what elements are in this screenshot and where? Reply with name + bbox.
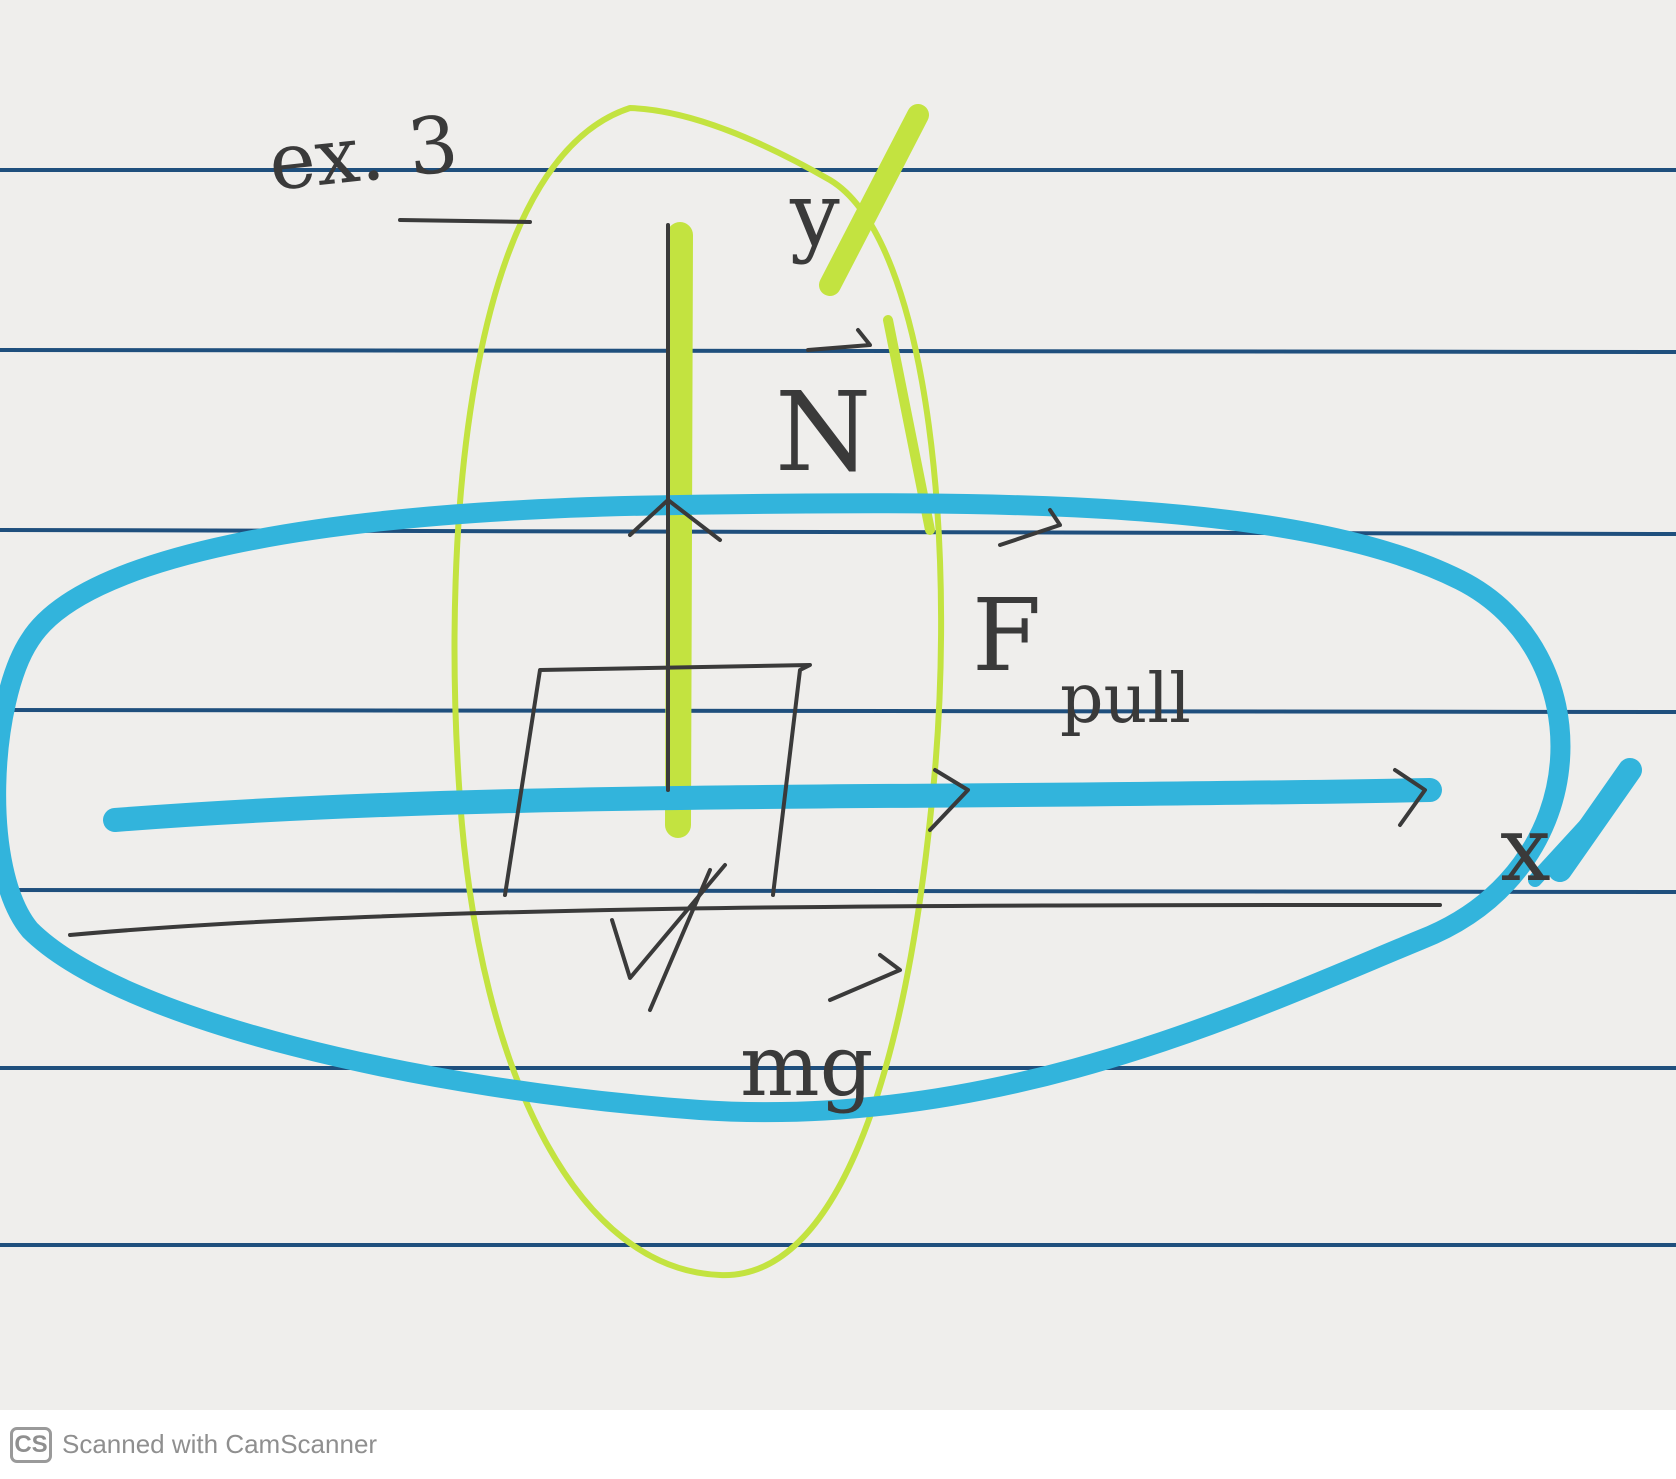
weight-arrow-shaft [648,868,712,1012]
normal-force-arrow-head [628,498,722,542]
green-y-axis-stroke [665,222,693,838]
blue-x-axis-stroke [103,778,1442,832]
pull-force-subscript: pull [1060,660,1191,739]
axis-x-label: x [1500,797,1551,902]
pull-arrow-head [928,768,970,832]
ex-underline [398,218,532,224]
pencil-drawing [68,218,1442,1012]
green-y-label-stroke [819,104,929,296]
x-axis-arrow-head [1393,768,1427,827]
camscanner-logo: CS [10,1426,52,1463]
pull-force-label: F [972,577,1041,694]
free-body-diagram: ex. 3 y N F pull mg x [0,100,1676,1279]
ground-line [68,903,1442,937]
blue-oval [0,493,1571,1123]
example-title: ex. 3 [265,100,463,209]
block-outline [503,663,812,897]
scanner-watermark-text: Scanned with CamScanner [62,1429,378,1459]
weight-label: mg [740,1017,873,1115]
blue-highlight [0,493,1642,1123]
mg-vector-arrow [828,953,902,1002]
blue-arrow-cap [1528,813,1597,887]
notebook-paper: ex. 3 y N F pull mg x [0,99,1676,1279]
n-vector-arrow [806,328,872,352]
green-highlight [451,104,945,1279]
normal-force-label: N [775,368,871,496]
axis-y-label: y [789,163,840,266]
weight-arrow [610,863,727,980]
f-vector-arrow [998,508,1062,547]
scanner-footer: CS Scanned with CamScanner [0,1410,1676,1479]
